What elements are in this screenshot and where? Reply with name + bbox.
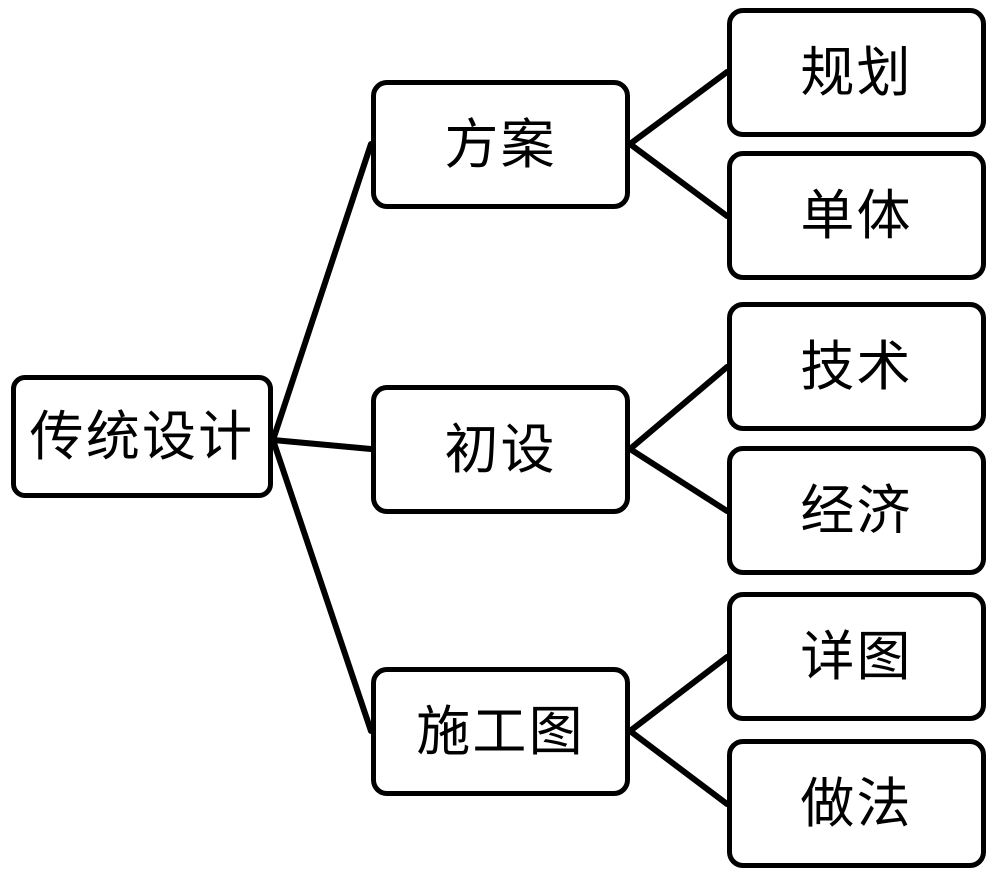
node-leaf-technical[interactable]: 技术 xyxy=(727,302,986,431)
edge-branch-1-to-leaf-3 xyxy=(627,446,730,514)
node-leaf-detail-drawing-label: 详图 xyxy=(800,624,913,688)
node-branch-construction-drawing[interactable]: 施工图 xyxy=(371,667,630,796)
edge-root-to-branch-2 xyxy=(270,437,374,734)
node-branch-preliminary-design[interactable]: 初设 xyxy=(371,385,630,514)
edge-branch-2-to-leaf-5 xyxy=(627,728,730,807)
node-leaf-construction-method-label: 做法 xyxy=(800,771,913,835)
node-branch-scheme-label: 方案 xyxy=(444,112,557,176)
node-branch-construction-drawing-label: 施工图 xyxy=(416,699,585,763)
node-leaf-single-building-label: 单体 xyxy=(800,183,913,247)
node-branch-scheme[interactable]: 方案 xyxy=(371,80,630,209)
edge-branch-0-to-leaf-1 xyxy=(627,141,730,219)
node-branch-preliminary-design-label: 初设 xyxy=(444,417,557,481)
node-leaf-detail-drawing[interactable]: 详图 xyxy=(727,592,986,721)
node-leaf-construction-method[interactable]: 做法 xyxy=(727,739,986,868)
edge-branch-0-to-leaf-0 xyxy=(627,69,730,147)
node-leaf-economic-label: 经济 xyxy=(800,478,913,542)
node-leaf-planning-label: 规划 xyxy=(800,40,913,104)
node-leaf-economic[interactable]: 经济 xyxy=(727,446,986,575)
edge-branch-1-to-leaf-2 xyxy=(627,364,730,452)
node-root[interactable]: 传统设计 xyxy=(11,375,273,498)
edge-branch-2-to-leaf-4 xyxy=(627,654,730,734)
node-leaf-technical-label: 技术 xyxy=(800,334,913,398)
node-leaf-planning[interactable]: 规划 xyxy=(727,8,986,137)
node-leaf-single-building[interactable]: 单体 xyxy=(727,151,986,280)
edge-root-to-branch-0 xyxy=(270,141,374,443)
node-root-label: 传统设计 xyxy=(29,404,255,468)
edge-root-to-branch-1 xyxy=(270,437,374,452)
